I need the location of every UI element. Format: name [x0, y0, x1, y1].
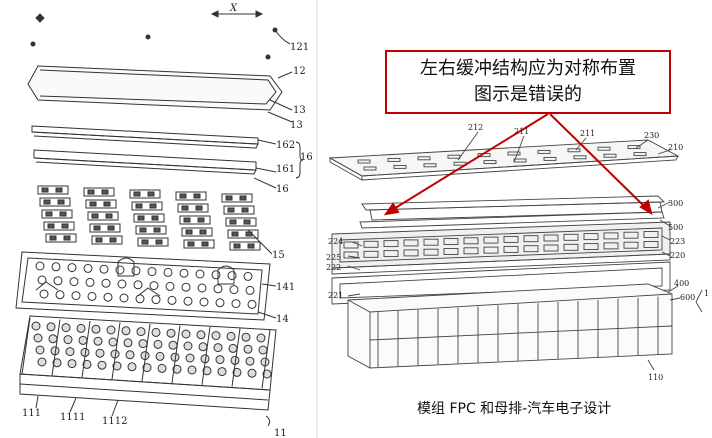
label-13b: 13 — [290, 120, 303, 131]
label-210: 210 — [668, 143, 683, 152]
cell-module — [19, 315, 277, 411]
busbar-piece — [177, 203, 209, 213]
label-212: 212 — [468, 123, 483, 132]
busbar-piece — [135, 225, 167, 235]
label-500: 500 — [668, 223, 683, 232]
callout-line-2: 图示是错误的 — [474, 84, 582, 105]
label-222: 222 — [326, 263, 341, 272]
label-400: 400 — [674, 279, 689, 288]
busbar-piece — [175, 191, 207, 201]
busbar-piece — [45, 233, 77, 243]
busbar-piece — [129, 189, 161, 199]
label-230: 230 — [644, 131, 659, 140]
fastener-icon — [35, 13, 45, 23]
busbar-piece — [89, 223, 121, 233]
label-1: 1 — [704, 289, 709, 298]
busbar-piece — [183, 239, 215, 249]
fpc-strip-lower — [33, 149, 257, 175]
busbar-piece — [37, 185, 69, 195]
busbar-piece — [179, 215, 211, 225]
bracket-frame — [15, 251, 271, 321]
watermark-caption: 模组 FPC 和母排-汽车电子设计 — [417, 401, 612, 417]
label-211a: 211 — [514, 127, 529, 136]
label-13a: 13 — [293, 105, 306, 116]
arrow-head-left-icon — [383, 202, 400, 216]
label-221: 221 — [328, 291, 343, 300]
error-callout-box: 左右缓冲结构应为对称布置 图示是错误的 — [385, 50, 671, 114]
bracket-221 — [331, 261, 671, 305]
label-1112: 1112 — [102, 416, 127, 427]
callout-line-1: 左右缓冲结构应为对称布置 — [420, 58, 636, 79]
label-12: 12 — [293, 66, 306, 77]
busbar-piece — [39, 197, 71, 207]
busbar-piece — [43, 221, 75, 231]
label-211b: 211 — [580, 129, 595, 138]
label-224: 224 — [328, 237, 343, 246]
busbar-piece — [225, 217, 257, 227]
label-161: 161 — [276, 164, 295, 175]
panel-divider — [316, 0, 318, 438]
callout-arrows — [383, 113, 653, 216]
busbar-piece — [221, 193, 253, 203]
label-14: 14 — [276, 314, 289, 325]
cover-plate — [27, 65, 283, 111]
right-drawing-svg: 212 211 211 230 210 300 500 224 223 225 … — [326, 113, 709, 382]
label-162: 162 — [276, 140, 295, 151]
fpc-strip-upper — [31, 125, 259, 149]
right-exploded-view: 212 211 211 230 210 300 500 224 223 225 … — [318, 0, 712, 438]
bracket-220 — [331, 221, 671, 275]
arrow-head-right-icon — [639, 199, 653, 216]
label-16-brace: 16 — [300, 152, 313, 163]
label-110: 110 — [648, 373, 663, 382]
busbar-piece — [131, 201, 163, 211]
busbar-piece — [229, 241, 261, 251]
label-111: 111 — [22, 408, 41, 419]
busbar-piece — [223, 205, 255, 215]
busbar-piece — [181, 227, 213, 237]
label-11: 11 — [274, 428, 287, 438]
layer-500 — [359, 211, 665, 229]
busbar-piece — [137, 237, 169, 247]
busbar-piece — [41, 209, 73, 219]
left-drawing-svg: X 121 12 13 13 162 161 16 16 15 141 14 1… — [15, 3, 313, 438]
busbar-piece — [85, 199, 117, 209]
busbar-piece — [227, 229, 259, 239]
label-141: 141 — [276, 282, 295, 293]
label-220: 220 — [670, 251, 685, 260]
label-1111: 1111 — [60, 412, 85, 423]
label-15: 15 — [272, 250, 285, 261]
left-exploded-view: X 121 12 13 13 162 161 16 16 15 141 14 1… — [0, 0, 318, 438]
label-600: 600 — [680, 293, 695, 302]
label-16: 16 — [276, 184, 289, 195]
busbar-piece — [83, 187, 115, 197]
label-225: 225 — [326, 253, 341, 262]
busbar-piece — [133, 213, 165, 223]
busbar-piece — [87, 211, 119, 221]
label-223: 223 — [670, 237, 685, 246]
cell-stack — [347, 283, 673, 369]
busbar-piece — [91, 235, 123, 245]
dimension-x-label: X — [229, 3, 238, 14]
label-121: 121 — [290, 42, 309, 53]
top-insulation-plate — [328, 139, 680, 181]
busbar-array — [37, 185, 261, 251]
label-300: 300 — [668, 199, 683, 208]
